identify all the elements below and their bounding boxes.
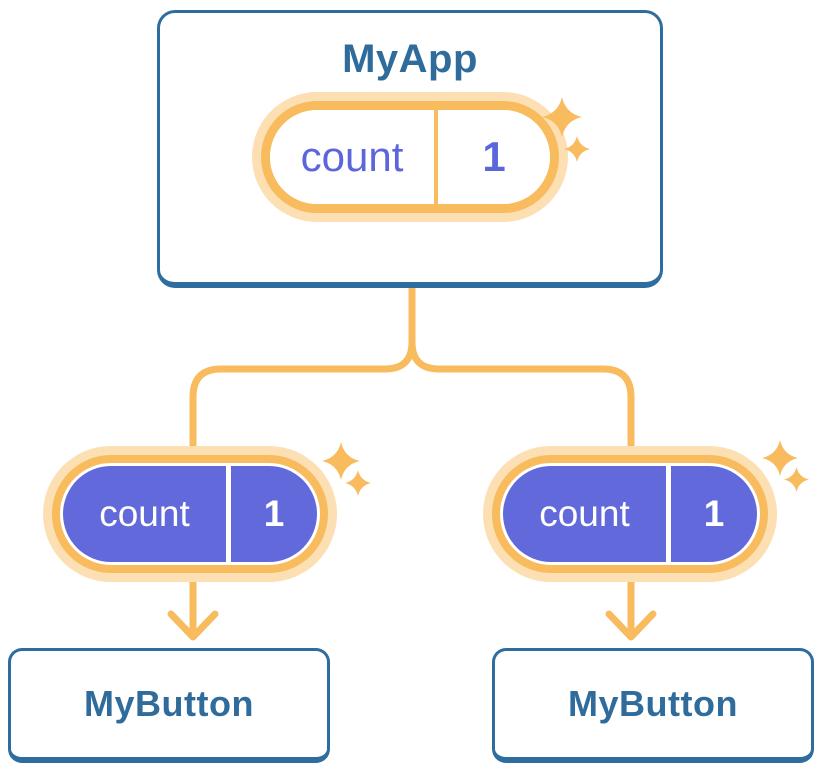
sparkle-icon <box>322 442 360 480</box>
arrow-left-head <box>167 610 219 641</box>
state-pill: count 1 <box>252 92 568 222</box>
sparkle-icon <box>784 467 809 492</box>
prop-name: count <box>99 493 190 534</box>
prop-value: 1 <box>263 493 285 534</box>
sparkle-icon <box>564 136 590 162</box>
prop-value: 1 <box>703 493 725 534</box>
component-card-right: MyButton <box>492 648 814 763</box>
state-value: 1 <box>482 133 506 180</box>
component-card-left: MyButton <box>8 648 330 763</box>
component-title: MyButton <box>84 683 254 724</box>
pill-divider <box>666 466 671 562</box>
prop-pill-right: count 1 <box>483 446 777 582</box>
component-card-root: MyApp count 1 <box>157 10 663 288</box>
pill-divider <box>434 110 438 204</box>
arrow-right-head <box>605 610 657 641</box>
component-title: MyButton <box>568 683 738 724</box>
branch-right-line <box>408 338 635 637</box>
state-name: count <box>300 133 404 180</box>
sparkle-icon <box>542 97 582 137</box>
pill-divider <box>226 466 231 562</box>
sparkle-icon <box>345 470 371 496</box>
state-pill-ring: count 1 <box>261 101 559 213</box>
branch-left-line <box>189 338 416 637</box>
prop-name: count <box>539 493 630 534</box>
sparkle-icon <box>762 440 798 476</box>
component-title: MyApp <box>342 37 478 81</box>
prop-pill-left: count 1 <box>43 446 337 582</box>
